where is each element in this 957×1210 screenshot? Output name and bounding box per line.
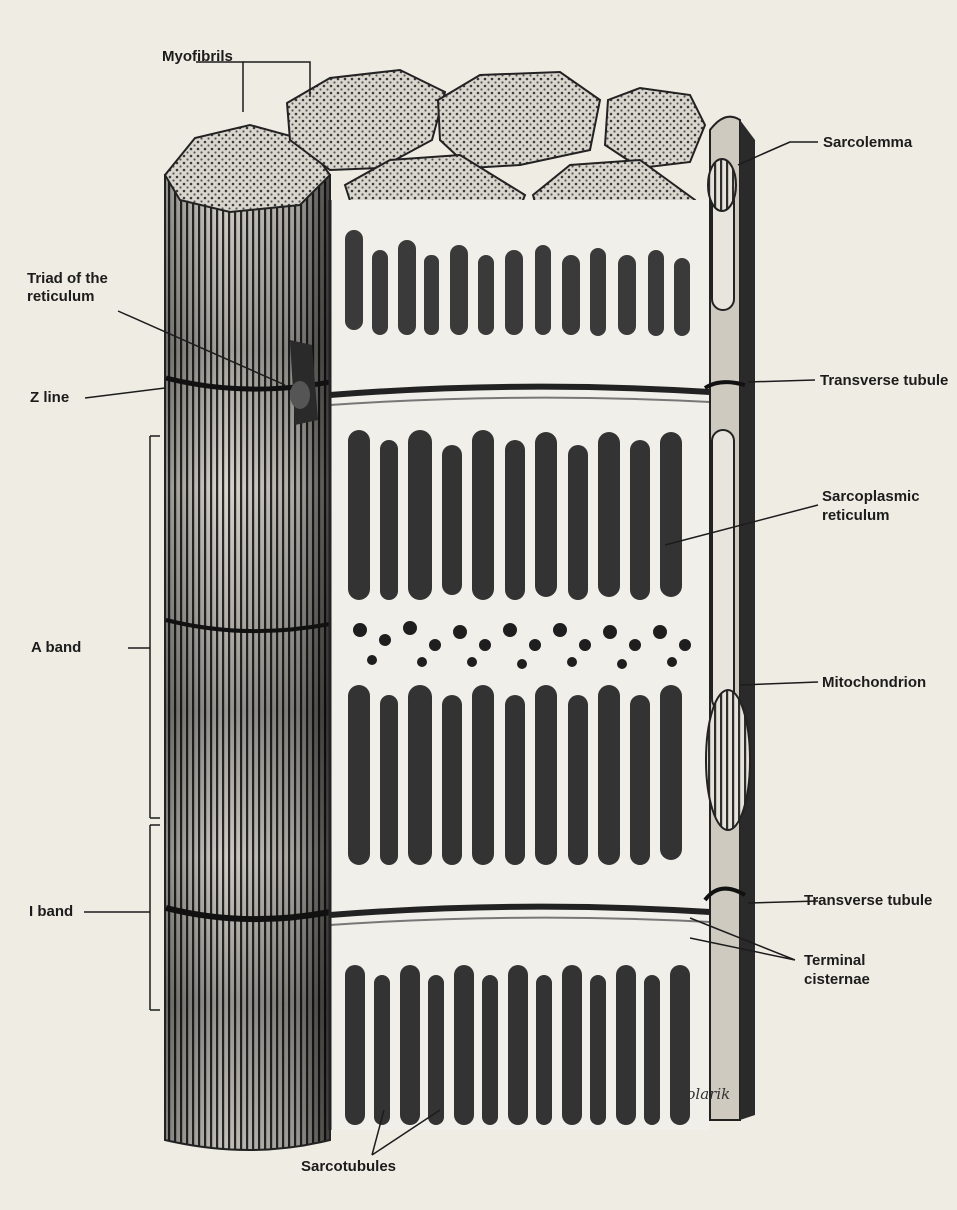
label-sarcotubules: Sarcotubules [301, 1158, 396, 1176]
mitochondrion-upper [708, 159, 736, 211]
label-sarcolemma: Sarcolemma [823, 134, 912, 152]
label-a-band: A band [31, 639, 81, 657]
label-triad-line1: Triad of the [27, 270, 108, 288]
label-terminal-line1: Terminal [804, 952, 865, 970]
label-terminal-line2: cisternae [804, 971, 870, 989]
sarcolemma-strip [705, 117, 755, 1120]
label-transverse-tubule-upper: Transverse tubule [820, 372, 948, 390]
label-myofibrils: Myofibrils [162, 48, 233, 66]
myofibril-column [165, 175, 330, 1150]
label-sarcoplasmic-line1: Sarcoplasmic [822, 488, 920, 506]
sarcoplasmic-reticulum-body [330, 200, 710, 1130]
mitochondrion-lower [706, 690, 750, 830]
label-transverse-tubule-lower: Transverse tubule [804, 892, 932, 910]
label-triad-line2: reticulum [27, 288, 95, 306]
label-z-line: Z line [30, 389, 69, 407]
label-i-band: I band [29, 903, 73, 921]
artist-signature: colarik [678, 1085, 730, 1103]
label-mitochondrion: Mitochondrion [822, 674, 926, 692]
label-sarcoplasmic-line2: reticulum [822, 507, 890, 525]
